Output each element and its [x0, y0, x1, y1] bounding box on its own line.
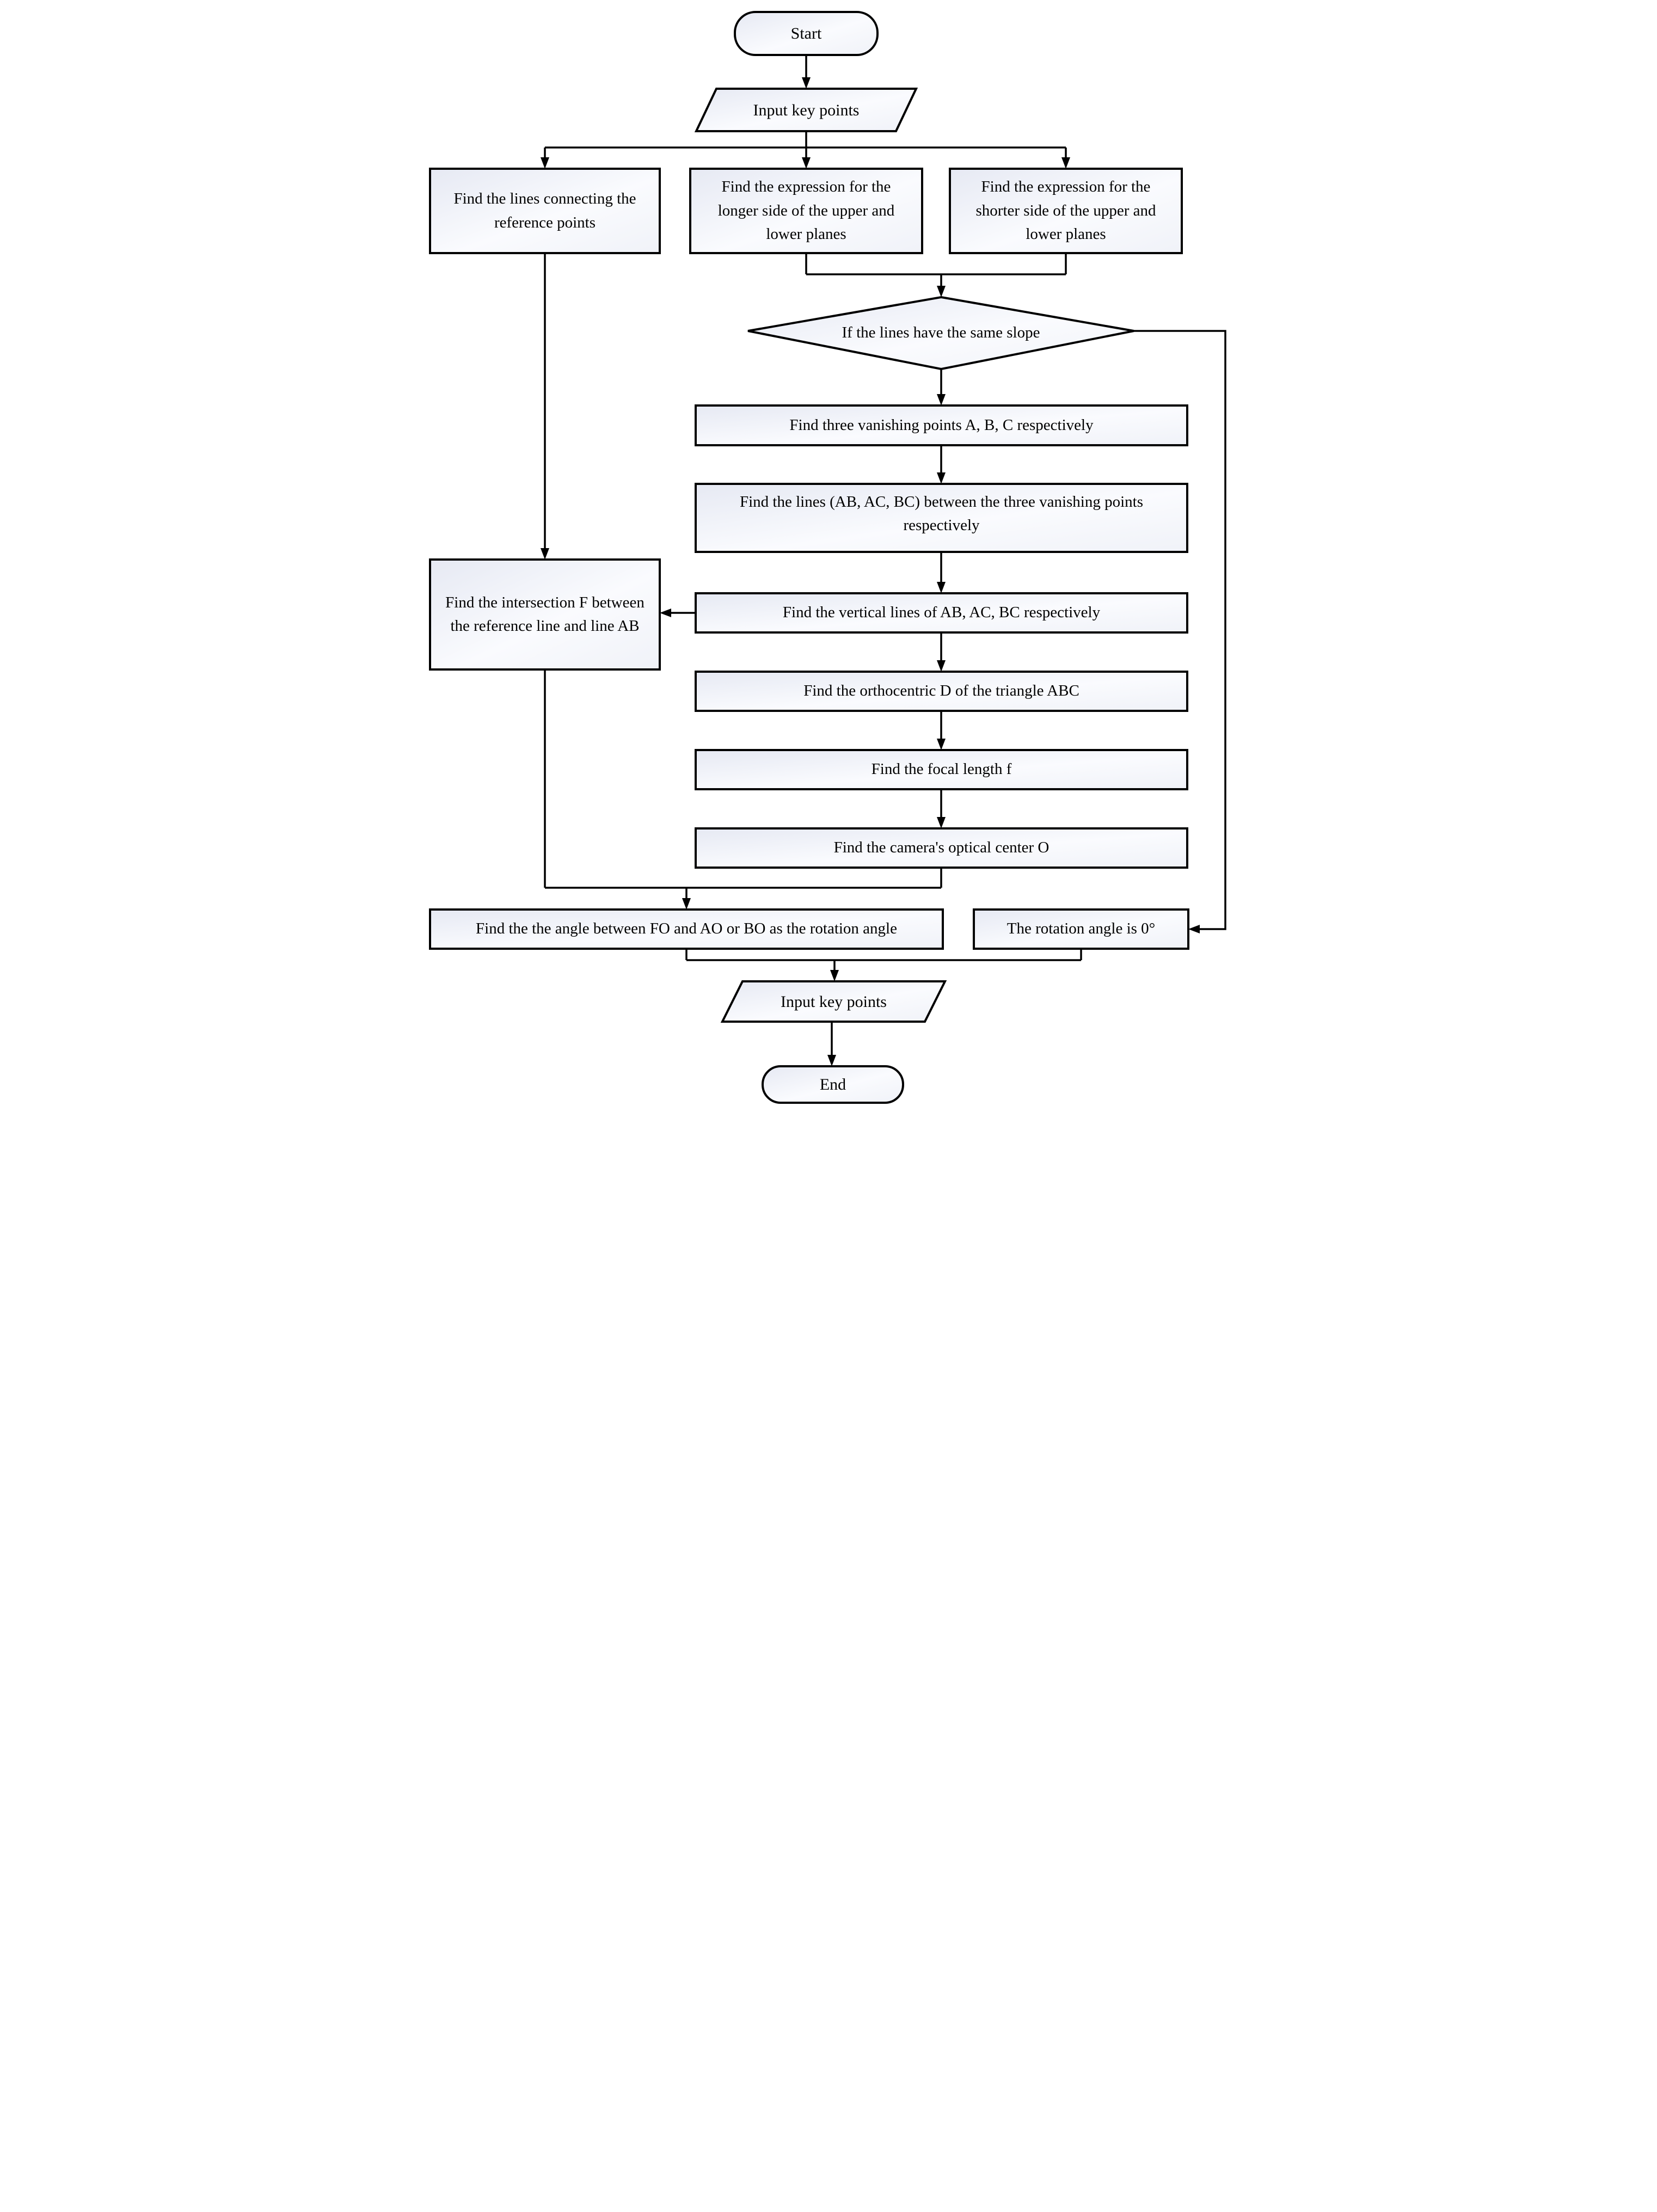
arrowhead-into-shorter-side [1061, 157, 1070, 169]
node-orthocentric-shape [695, 671, 1188, 712]
node-lines-between-shape [695, 483, 1188, 553]
arrowhead-into-end [827, 1055, 836, 1066]
arrowhead-into-orthocentric [937, 660, 946, 672]
arrowhead-into-zero [1188, 925, 1200, 933]
arrowhead-into-intersection-top [541, 548, 549, 560]
node-zero-shape [973, 908, 1189, 950]
node-reference-lines-shape [429, 168, 661, 254]
node-shorter-side-shape [949, 168, 1183, 254]
node-rotation-shape [429, 908, 944, 950]
node-longer-side-shape [689, 168, 923, 254]
arrowhead-into-reference-lines [541, 157, 549, 169]
node-shapes [429, 11, 1189, 1104]
arrowhead-into-vanishing [937, 394, 946, 405]
node-intersection-shape [429, 558, 661, 671]
arrowhead-into-input-top [802, 77, 811, 89]
node-end-shape [762, 1065, 904, 1104]
arrowhead-into-longer-side [802, 157, 811, 169]
connector-join-to-decision [805, 253, 1067, 290]
connector-merge-to-output [685, 949, 1082, 974]
node-decision-shape [747, 296, 1134, 371]
node-start-shape [734, 11, 879, 56]
node-vanishing-shape [695, 404, 1188, 446]
arrowhead-into-input-bottom [830, 970, 839, 981]
arrowhead-into-decision [937, 286, 946, 297]
flowchart-canvas: Start Input key points Find the lines co… [414, 0, 1243, 1106]
connector-lines [544, 55, 1226, 1059]
connector-input-branch [544, 131, 1067, 162]
arrowhead-into-vertical-lines [937, 582, 946, 593]
arrowhead-into-focal [937, 739, 946, 750]
flowchart-svg [429, 11, 1226, 1104]
arrowheads [541, 77, 1200, 1066]
node-focal-shape [695, 749, 1188, 790]
node-input-bottom-shape [720, 980, 947, 1023]
node-vertical-lines-shape [695, 592, 1188, 634]
node-input-top-shape [694, 88, 918, 132]
node-optical-shape [695, 827, 1188, 869]
arrowhead-into-rotation [682, 898, 691, 910]
connector-decision-to-zero [1134, 330, 1226, 930]
arrowhead-into-lines-between [937, 472, 946, 484]
arrowhead-into-optical [937, 817, 946, 828]
connector-junction-to-rotation [544, 669, 942, 902]
arrowhead-into-intersection-right [660, 609, 671, 617]
